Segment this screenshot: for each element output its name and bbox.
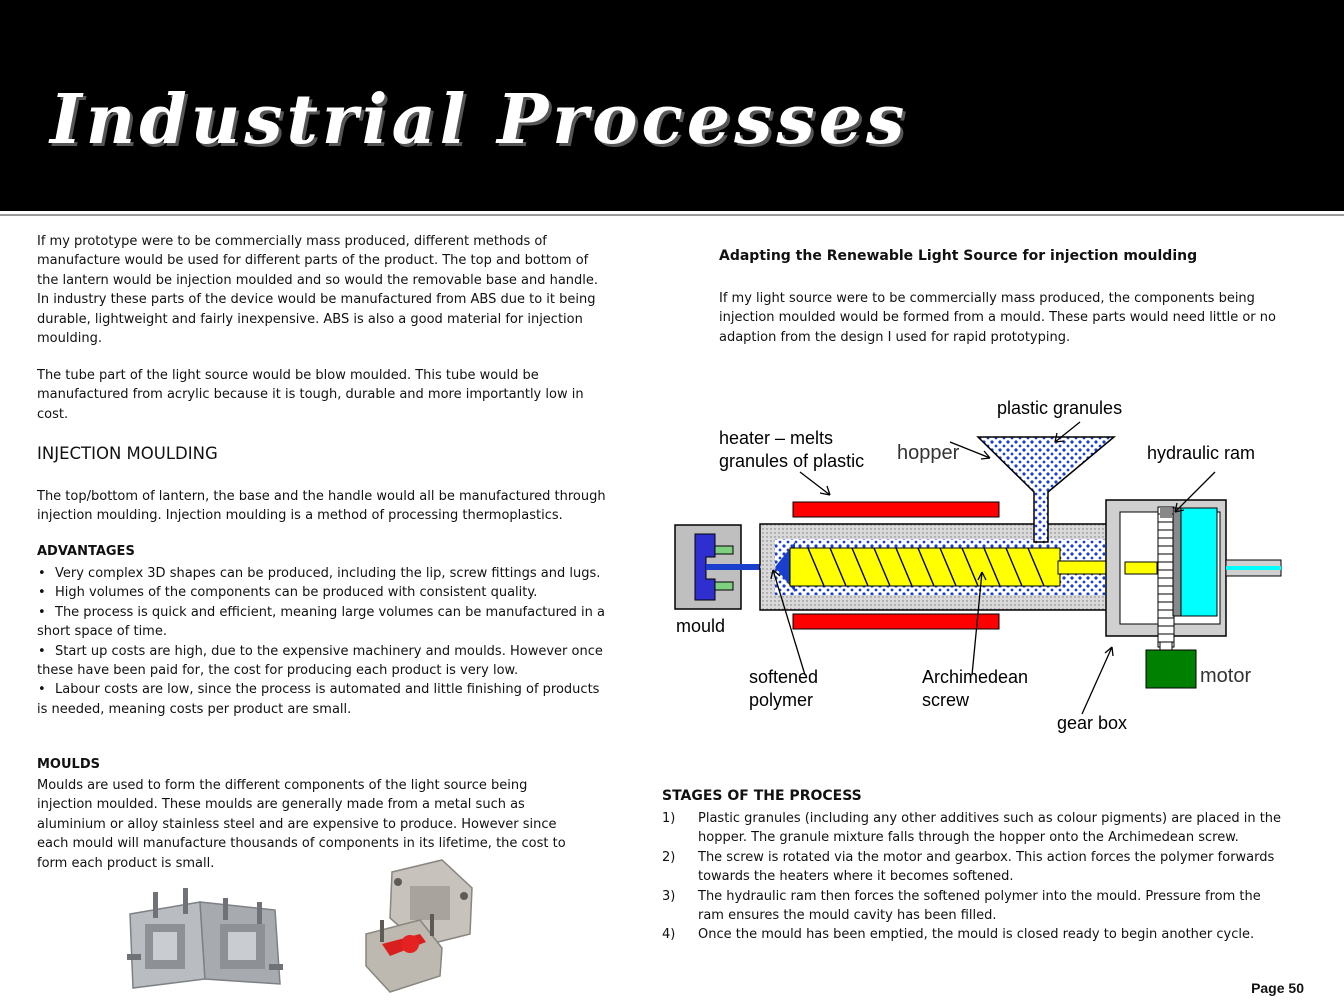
list-item: 3) The hydraulic ram then forces the soft… <box>662 887 1282 926</box>
injection-moulding-text: The top/bottom of lantern, the base and … <box>37 489 606 524</box>
list-item: 1) Plastic granules (including any other … <box>662 809 1282 848</box>
label-heater-2: granules of plastic <box>719 451 864 471</box>
stages-list: 1) Plastic granules (including any other … <box>662 809 1282 945</box>
list-item: Very complex 3D shapes can be produced, … <box>37 564 612 583</box>
list-item: The process is quick and efficient, mean… <box>37 603 612 642</box>
moulds-text: Moulds are used to form the different co… <box>37 778 566 871</box>
label-softened-1: softened <box>749 667 818 687</box>
stage-text: Once the mould has been emptied, the mou… <box>698 927 1255 943</box>
label-screw-1: Archimedean <box>922 667 1028 687</box>
moulds-heading: MOULDS <box>37 757 100 772</box>
stage-text: Plastic granules (including any other ad… <box>698 811 1282 846</box>
list-item: 2) The screw is rotated via the motor and… <box>662 848 1282 887</box>
label-screw-2: screw <box>922 690 970 710</box>
stage-number: 1) <box>662 811 676 826</box>
heater-top <box>792 501 1000 518</box>
page-number: Page 50 <box>1251 980 1304 996</box>
advantages-list: Very complex 3D shapes can be produced, … <box>37 564 612 719</box>
stage-text: The hydraulic ram then forces the soften… <box>698 888 1261 924</box>
page-title: Industrial Processes <box>50 80 909 160</box>
list-item: Labour costs are low, since the process … <box>37 680 612 719</box>
mould-with-red-part-photo <box>365 859 473 993</box>
label-mould: mould <box>676 616 725 636</box>
stage-text: The screw is rotated via the motor and g… <box>698 849 1275 885</box>
hydraulic-ram <box>1180 507 1218 617</box>
motor <box>1145 649 1197 689</box>
label-hopper: hopper <box>897 442 960 464</box>
hopper <box>976 436 1117 543</box>
header-bar <box>0 0 1344 211</box>
injection-moulding-diagram: plastic granules heater – melts granules… <box>674 398 1282 733</box>
adapt-text: If my light source were to be commercial… <box>719 291 1276 345</box>
adapt-heading: Adapting the Renewable Light Source for … <box>719 248 1198 264</box>
intro-paragraph-2: The tube part of the light source would … <box>37 368 584 422</box>
list-item: Start up costs are high, due to the expe… <box>37 642 612 681</box>
intro-paragraph-1: If my prototype were to be commercially … <box>37 234 599 347</box>
stages-heading: STAGES OF THE PROCESS <box>662 788 862 804</box>
mould <box>674 524 761 610</box>
label-heater-1: heater – melts <box>719 428 833 448</box>
heater-bottom <box>792 613 1000 630</box>
stage-number: 4) <box>662 927 676 943</box>
label-softened-2: polymer <box>749 690 813 710</box>
label-hydraulic-ram: hydraulic ram <box>1147 443 1255 463</box>
advantages-heading: ADVANTAGES <box>37 544 135 559</box>
list-item: 4) Once the mould has been emptied, the m… <box>662 925 1282 944</box>
stage-number: 2) <box>662 849 676 865</box>
list-item: High volumes of the components can be pr… <box>37 583 612 602</box>
label-gear-box: gear box <box>1057 713 1127 733</box>
header-divider <box>0 214 1344 216</box>
open-mould-photo <box>127 888 283 989</box>
stage-number: 3) <box>662 888 676 904</box>
label-motor: motor <box>1200 665 1251 687</box>
label-plastic-granules: plastic granules <box>997 398 1122 418</box>
injection-moulding-heading: INJECTION MOULDING <box>37 444 218 463</box>
